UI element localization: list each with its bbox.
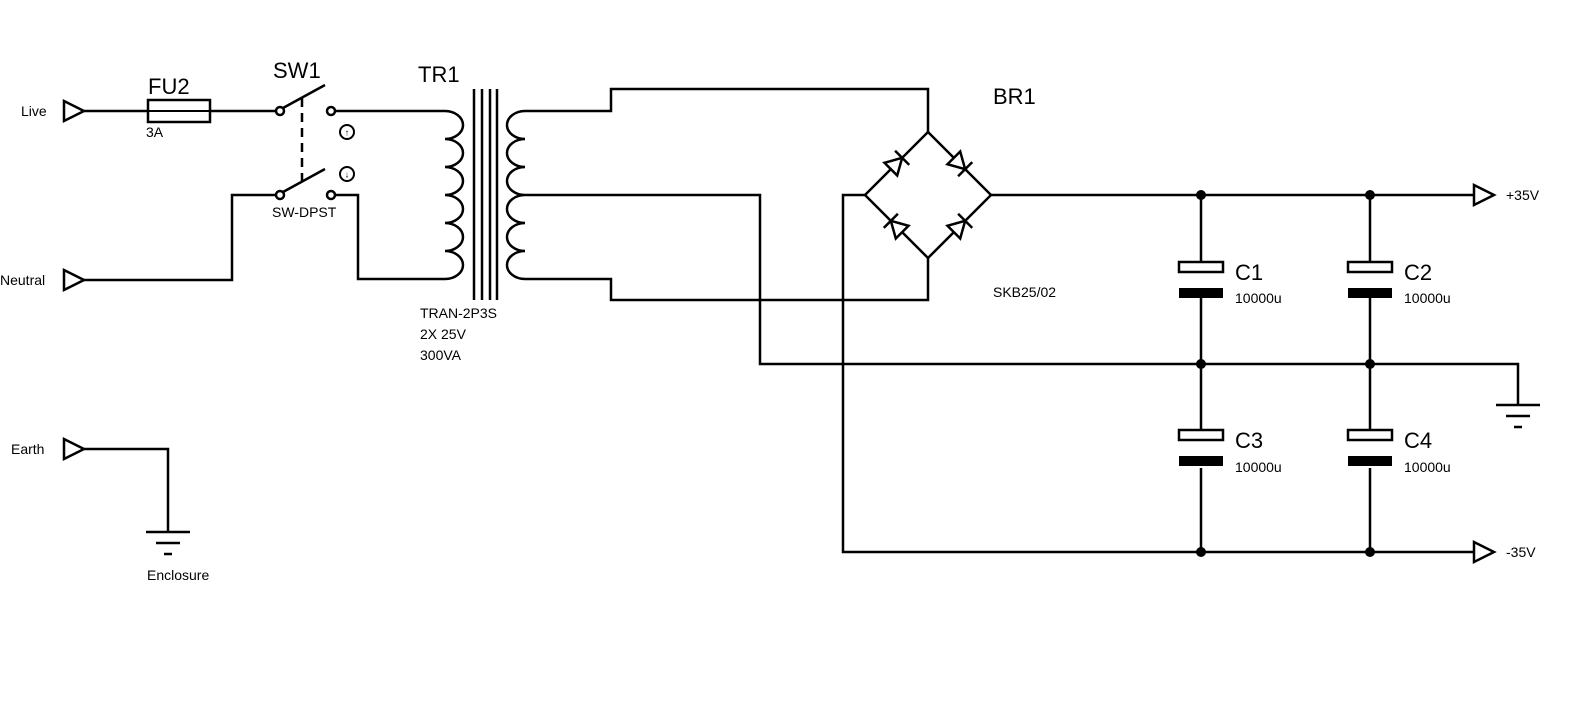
junction-dot — [1196, 190, 1206, 200]
port-neutral-label: Neutral — [0, 272, 45, 288]
bridge-ref: BR1 — [993, 84, 1036, 109]
capacitor-value: 10000u — [1404, 290, 1451, 306]
capacitor-plate-electrolytic — [1348, 456, 1392, 466]
enclosure-ground: Enclosure — [146, 530, 209, 583]
port-earth-arrow — [62, 436, 87, 462]
capacitor-plate — [1346, 428, 1394, 442]
capacitor-plate — [1346, 260, 1394, 274]
diode-icon — [882, 212, 911, 241]
capacitor-ref: C3 — [1235, 428, 1263, 453]
switch-contact — [325, 105, 337, 117]
capacitor-c4: C4 10000u — [1346, 428, 1451, 475]
switch-mark-top: ↑ — [345, 128, 350, 138]
switch-contact — [274, 189, 286, 201]
capacitor-value: 10000u — [1404, 459, 1451, 475]
junction-dot — [1365, 547, 1375, 557]
port-neg-label: -35V — [1506, 544, 1536, 560]
capacitor-ref: C1 — [1235, 260, 1263, 285]
switch-indicator — [339, 124, 355, 140]
bridge-value: SKB25/02 — [993, 284, 1056, 300]
bridge-outline — [863, 130, 993, 260]
switch-blade — [282, 167, 326, 194]
port-pos-label: +35V — [1506, 187, 1540, 203]
capacitor-c3: C3 10000u — [1177, 428, 1282, 475]
switch-mark-bottom: ↓ — [345, 170, 350, 180]
port-neg-arrow — [1472, 539, 1497, 565]
capacitor-ref: C2 — [1404, 260, 1432, 285]
fuse-ref: FU2 — [148, 74, 190, 99]
ground-icon — [146, 530, 190, 556]
secondary-coil — [505, 109, 526, 281]
switch-value: SW-DPST — [272, 204, 337, 220]
diode-icon — [882, 149, 911, 178]
transformer-value-1: TRAN-2P3S — [420, 305, 497, 321]
junction-dot — [1196, 359, 1206, 369]
capacitor-c1: C1 10000u — [1177, 260, 1282, 306]
switch-ref: SW1 — [273, 58, 321, 83]
port-live: Live — [21, 98, 87, 124]
port-live-label: Live — [21, 103, 47, 119]
switch-sw1: ↑ ↓ SW1 SW-DPST — [272, 58, 355, 220]
bridge-rectifier-br1: BR1 SKB25/02 — [863, 84, 1056, 300]
junction-dot — [1365, 359, 1375, 369]
transformer-ref: TR1 — [418, 62, 460, 87]
input-wires — [84, 109, 445, 532]
fuse-value: 3A — [146, 124, 164, 140]
capacitor-c2: C2 10000u — [1346, 260, 1451, 306]
capacitor-plate-electrolytic — [1348, 288, 1392, 298]
port-live-arrow — [62, 98, 87, 124]
capacitor-value: 10000u — [1235, 459, 1282, 475]
diode-icon — [945, 149, 974, 178]
transformer-value-3: 300VA — [420, 347, 462, 363]
switch-contact — [325, 189, 337, 201]
capacitor-ref: C4 — [1404, 428, 1432, 453]
capacitor-plate — [1177, 428, 1225, 442]
enclosure-label: Enclosure — [147, 567, 209, 583]
switch-blade — [282, 83, 326, 110]
port-neutral: Neutral — [0, 267, 87, 293]
capacitor-wires — [1199, 195, 1372, 552]
junction-dot — [1365, 190, 1375, 200]
fuse-fu2: FU2 3A — [146, 74, 212, 140]
capacitor-plate-electrolytic — [1179, 288, 1223, 298]
switch-indicator — [339, 166, 355, 182]
capacitor-value: 10000u — [1235, 290, 1282, 306]
transformer-tr1: TR1 TRAN-2P3S 2X 25V 300VA — [418, 62, 526, 363]
junctions — [1196, 190, 1375, 557]
port-pos: +35V — [1472, 182, 1540, 208]
transformer-value-2: 2X 25V — [420, 326, 467, 342]
junction-dot — [1196, 547, 1206, 557]
diode-icon — [945, 212, 974, 241]
port-neg: -35V — [1472, 539, 1536, 565]
switch-contact — [274, 105, 286, 117]
port-neutral-arrow — [62, 267, 87, 293]
port-earth: Earth — [11, 436, 87, 462]
capacitor-plate — [1177, 260, 1225, 274]
ground-icon — [1496, 403, 1540, 429]
port-earth-label: Earth — [11, 441, 44, 457]
secondary-wires — [525, 87, 1520, 554]
capacitor-plate-electrolytic — [1179, 456, 1223, 466]
primary-coil — [444, 109, 465, 281]
port-pos-arrow — [1472, 182, 1497, 208]
